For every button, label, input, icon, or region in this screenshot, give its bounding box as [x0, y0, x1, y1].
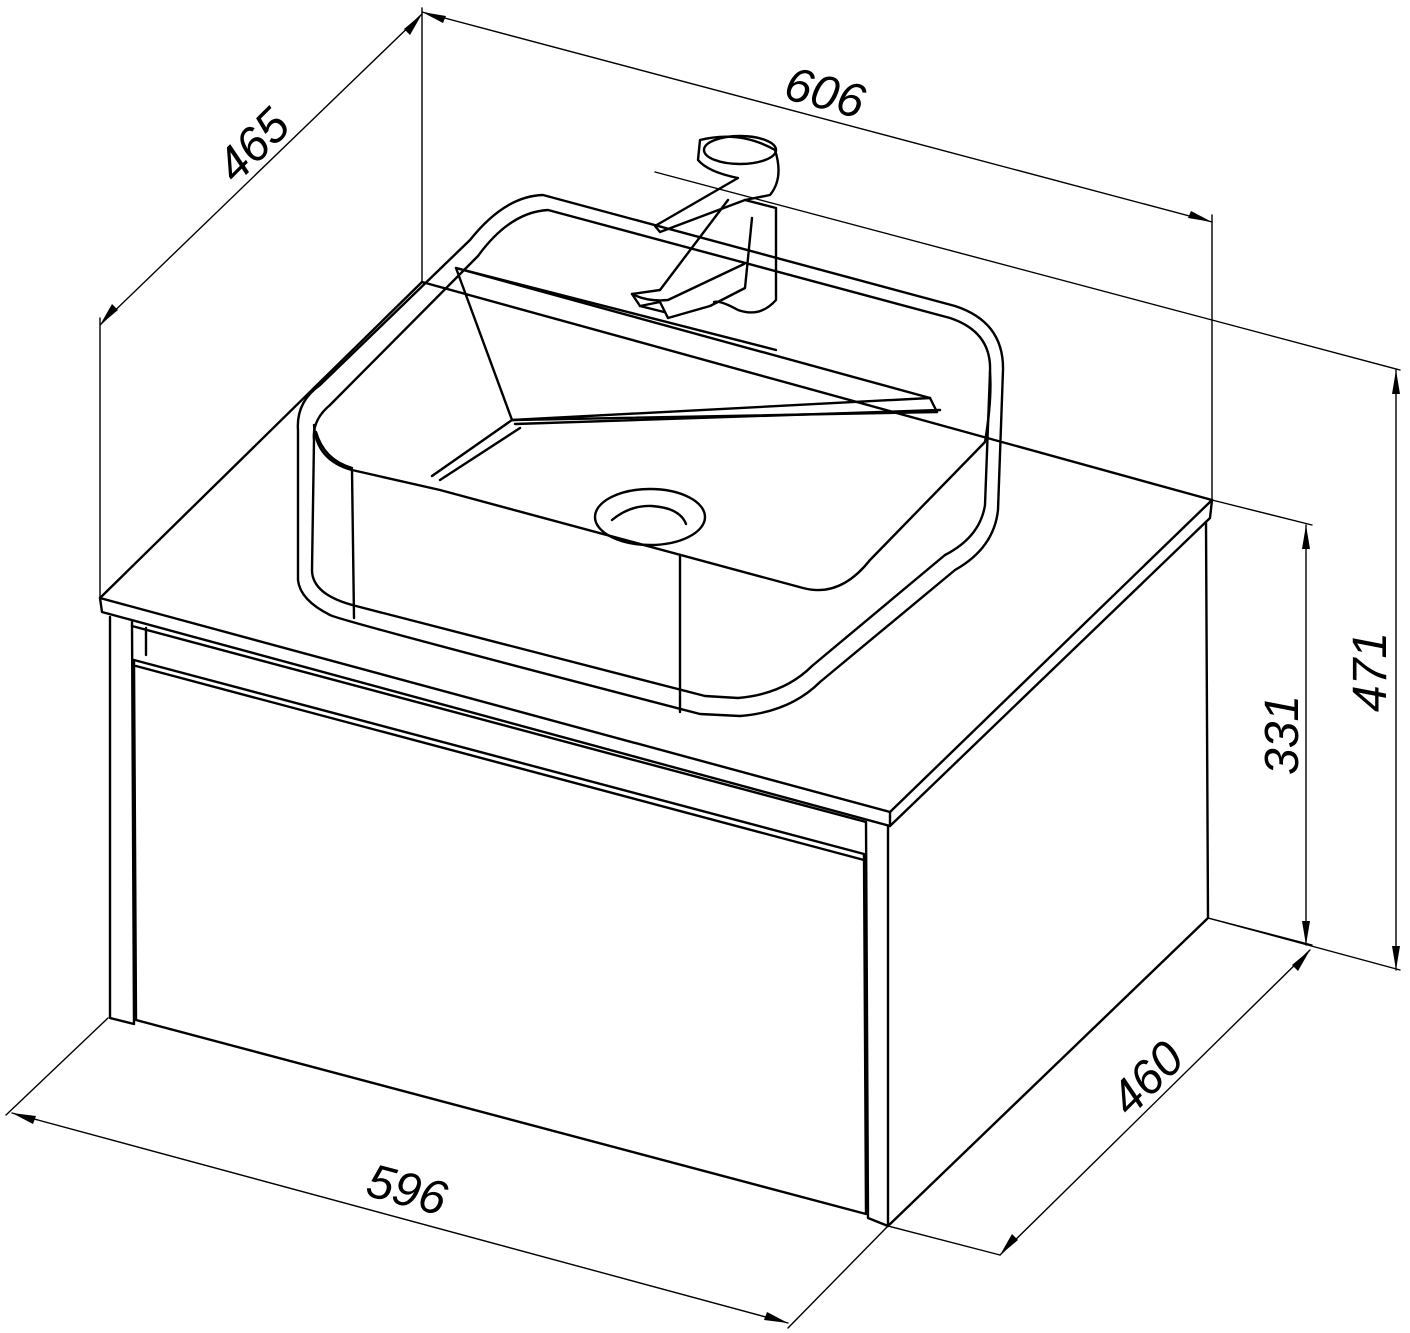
- faucet: [630, 134, 780, 320]
- cabinet-side-panel: [886, 520, 1210, 1228]
- dimension-line-cabinet-depth: [999, 949, 1311, 1256]
- right-leg: [864, 820, 890, 1228]
- countertop: [98, 280, 1214, 814]
- dimension-label-cabinet-height: 331: [1256, 695, 1309, 775]
- faucet-spout: [630, 198, 754, 320]
- sink-outer-rim: [296, 193, 1005, 718]
- dimension-line-total-height: [1392, 369, 1400, 971]
- extension-lines: [5, 7, 1401, 1329]
- sink-basin: [454, 266, 939, 422]
- dimension-label-cabinet-depth: 460: [1100, 1031, 1194, 1125]
- drawer-front: [132, 658, 868, 1216]
- cabinet: [98, 280, 1214, 1228]
- dimension-line-top-depth: [99, 13, 423, 326]
- drain: [593, 487, 707, 547]
- dimension-label-cabinet-width: 596: [361, 1154, 452, 1226]
- faucet-lever: [653, 135, 780, 234]
- dimension-line-top-width: [421, 11, 1213, 223]
- dimension-label-total-height: 471: [1344, 632, 1397, 712]
- left-leg: [108, 615, 136, 1026]
- dimension-line-cabinet-height: [1302, 524, 1310, 946]
- dimension-line-cabinet-width: [11, 1112, 789, 1324]
- vessel-sink: [296, 193, 1005, 718]
- dimension-label-top-width: 606: [779, 57, 870, 129]
- dimension-label-top-depth: 465: [206, 98, 300, 192]
